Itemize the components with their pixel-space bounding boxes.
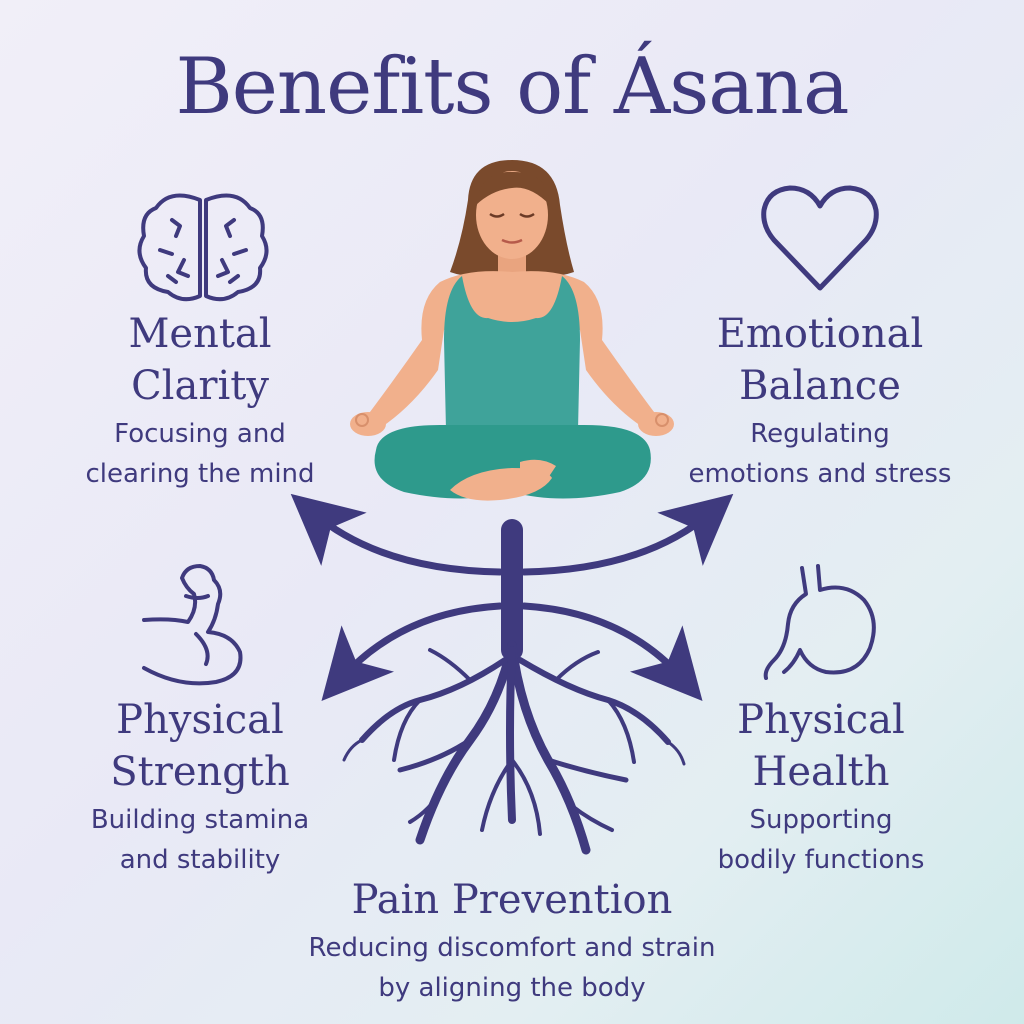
page-title: Benefits of Ásana [175, 42, 849, 132]
benefit-description-line: Focusing and [114, 419, 286, 449]
benefit-emotional-balance: Emotional Balance Regulating emotions an… [670, 308, 970, 494]
benefit-description-line: and stability [119, 845, 281, 875]
benefit-pain-prevention: Pain Prevention Reducing discomfort and … [262, 874, 762, 1008]
benefit-title-line: Health [752, 749, 890, 795]
heart-icon [761, 185, 879, 291]
benefit-physical-strength: Physical Strength Building stamina and s… [60, 694, 340, 880]
benefit-title-line: Physical [737, 697, 905, 743]
arrow-emotional-balance [520, 493, 734, 576]
benefit-title-line: Physical [116, 697, 284, 743]
benefit-mental-clarity: Mental Clarity Focusing and clearing the… [60, 308, 340, 494]
benefit-title-line: Balance [739, 363, 901, 409]
benefit-title-line: Emotional [716, 311, 924, 357]
benefit-description-line: bodily functions [717, 845, 925, 875]
benefit-description-line: clearing the mind [85, 459, 315, 489]
benefit-description-line: by aligning the body [378, 973, 646, 1003]
benefit-title-line: Pain Prevention [351, 877, 673, 923]
brain-icon [137, 193, 269, 302]
meditating-woman-illustration [350, 160, 674, 501]
benefit-title-line: Clarity [131, 363, 269, 409]
benefit-description-line: Building stamina [90, 805, 310, 835]
roots-illustration [342, 519, 686, 855]
benefit-title-line: Strength [110, 749, 290, 795]
benefit-physical-health: Physical Health Supporting bodily functi… [686, 694, 956, 880]
arrow-physical-strength [321, 602, 504, 701]
benefit-description-line: emotions and stress [688, 459, 952, 489]
flexed-arm-icon [142, 564, 243, 686]
stomach-icon [763, 564, 876, 680]
arrow-physical-health [520, 602, 703, 701]
benefit-title-line: Mental [128, 311, 272, 357]
benefit-description-line: Regulating [750, 419, 890, 449]
arrow-mental-clarity [290, 493, 504, 576]
benefit-description-line: Supporting [749, 805, 893, 835]
benefit-description-line: Reducing discomfort and strain [308, 933, 716, 963]
